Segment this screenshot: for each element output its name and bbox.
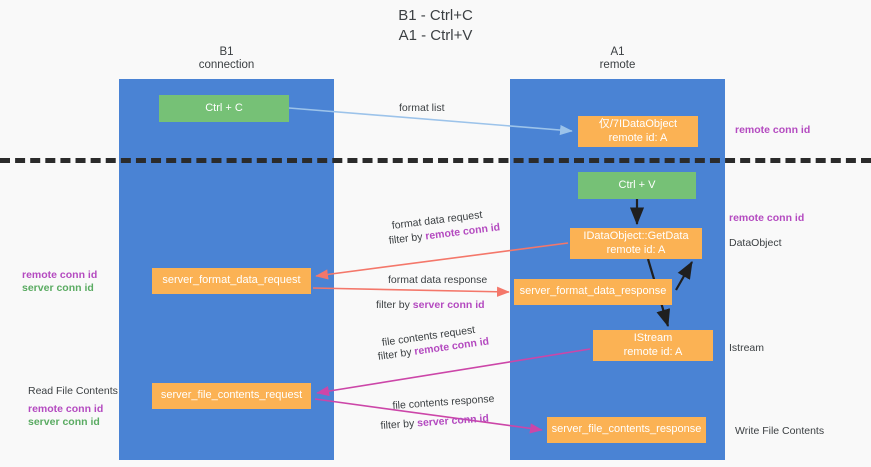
filter-key-server-conn-id-1: server conn id [412, 299, 485, 311]
node-idataobject-line-2: remote id: A [608, 131, 668, 144]
node-idataobject-getdata[interactable]: IDataObject::GetData remote id: A [570, 228, 702, 259]
filter-prefix-3: filter by [377, 345, 416, 363]
lane-header-a1-title: A1 [610, 46, 625, 58]
node-ctrl-c-label: Ctrl + C [205, 101, 243, 114]
section-divider [0, 158, 871, 163]
filter-prefix-4: filter by [380, 417, 418, 432]
edge-label-file-contents-response-filter: filter by server conn id [380, 411, 489, 433]
node-server-format-data-request-label: server_format_data_request [162, 274, 301, 287]
edge-label-format-data-response: format data response [388, 274, 488, 286]
edge-label-format-list: format list [399, 102, 445, 114]
node-ctrl-v[interactable]: Ctrl + V [578, 172, 696, 199]
filter-key-server-conn-id-2: server conn id [416, 412, 490, 430]
annotation-left-remote-conn-id: remote conn id [22, 269, 98, 281]
lane-header-b1: B1 connection [119, 46, 334, 72]
annotation-remote-conn-id-top: remote conn id [735, 124, 811, 136]
edge-label-file-contents-response: file contents response [392, 392, 495, 412]
annotation-left-server-conn-id-2: server conn id [28, 416, 100, 428]
title-line-1: B1 - Ctrl+C [398, 7, 473, 24]
annotation-read-file-contents: Read File Contents [28, 385, 118, 397]
diagram-title: B1 - Ctrl+C A1 - Ctrl+V [0, 6, 871, 46]
node-ctrl-v-label: Ctrl + V [618, 178, 656, 191]
node-ctrl-c[interactable]: Ctrl + C [159, 95, 289, 122]
node-server-file-contents-response[interactable]: server_file_contents_response [547, 417, 706, 443]
node-getdata-line-1: IDataObject::GetData [583, 230, 689, 242]
annotation-left-server-conn-id: server conn id [22, 282, 94, 294]
node-istream-line-1: IStream [633, 332, 673, 344]
filter-prefix-1: filter by [388, 230, 427, 247]
node-getdata-line-2: remote id: A [606, 243, 666, 256]
node-server-format-data-response[interactable]: server_format_data_response [514, 279, 672, 305]
lane-header-a1-subtitle: remote [599, 59, 636, 71]
annotation-remote-conn-id-mid: remote conn id [729, 212, 805, 224]
lane-header-b1-subtitle: connection [198, 59, 255, 71]
node-server-format-data-request[interactable]: server_format_data_request [152, 268, 311, 294]
edge-format-data-response [312, 286, 510, 297]
lane-header-a1: A1 remote [510, 46, 725, 72]
title-line-2: A1 - Ctrl+V [398, 27, 473, 44]
node-istream-line-2: remote id: A [623, 345, 683, 358]
annotation-write-file-contents: Write File Contents [735, 425, 825, 437]
node-server-file-contents-response-label: server_file_contents_response [551, 423, 702, 436]
node-server-format-data-response-label: server_format_data_response [519, 285, 667, 298]
node-server-file-contents-request-label: server_file_contents_request [160, 389, 303, 402]
annotation-dataobject: DataObject [729, 237, 782, 249]
lane-header-b1-title: B1 [219, 46, 234, 58]
node-idataobject[interactable]: 仅/7IDataObject remote id: A [578, 116, 698, 147]
node-istream[interactable]: IStream remote id: A [593, 330, 713, 361]
filter-prefix-2: filter by [376, 299, 413, 311]
node-server-file-contents-request[interactable]: server_file_contents_request [152, 383, 311, 409]
edge-label-format-data-response-filter: filter by server conn id [376, 298, 485, 312]
node-idataobject-line-1: 仅/7IDataObject [598, 118, 678, 130]
annotation-istream: Istream [729, 342, 765, 354]
annotation-left-remote-conn-id-2: remote conn id [28, 403, 104, 415]
